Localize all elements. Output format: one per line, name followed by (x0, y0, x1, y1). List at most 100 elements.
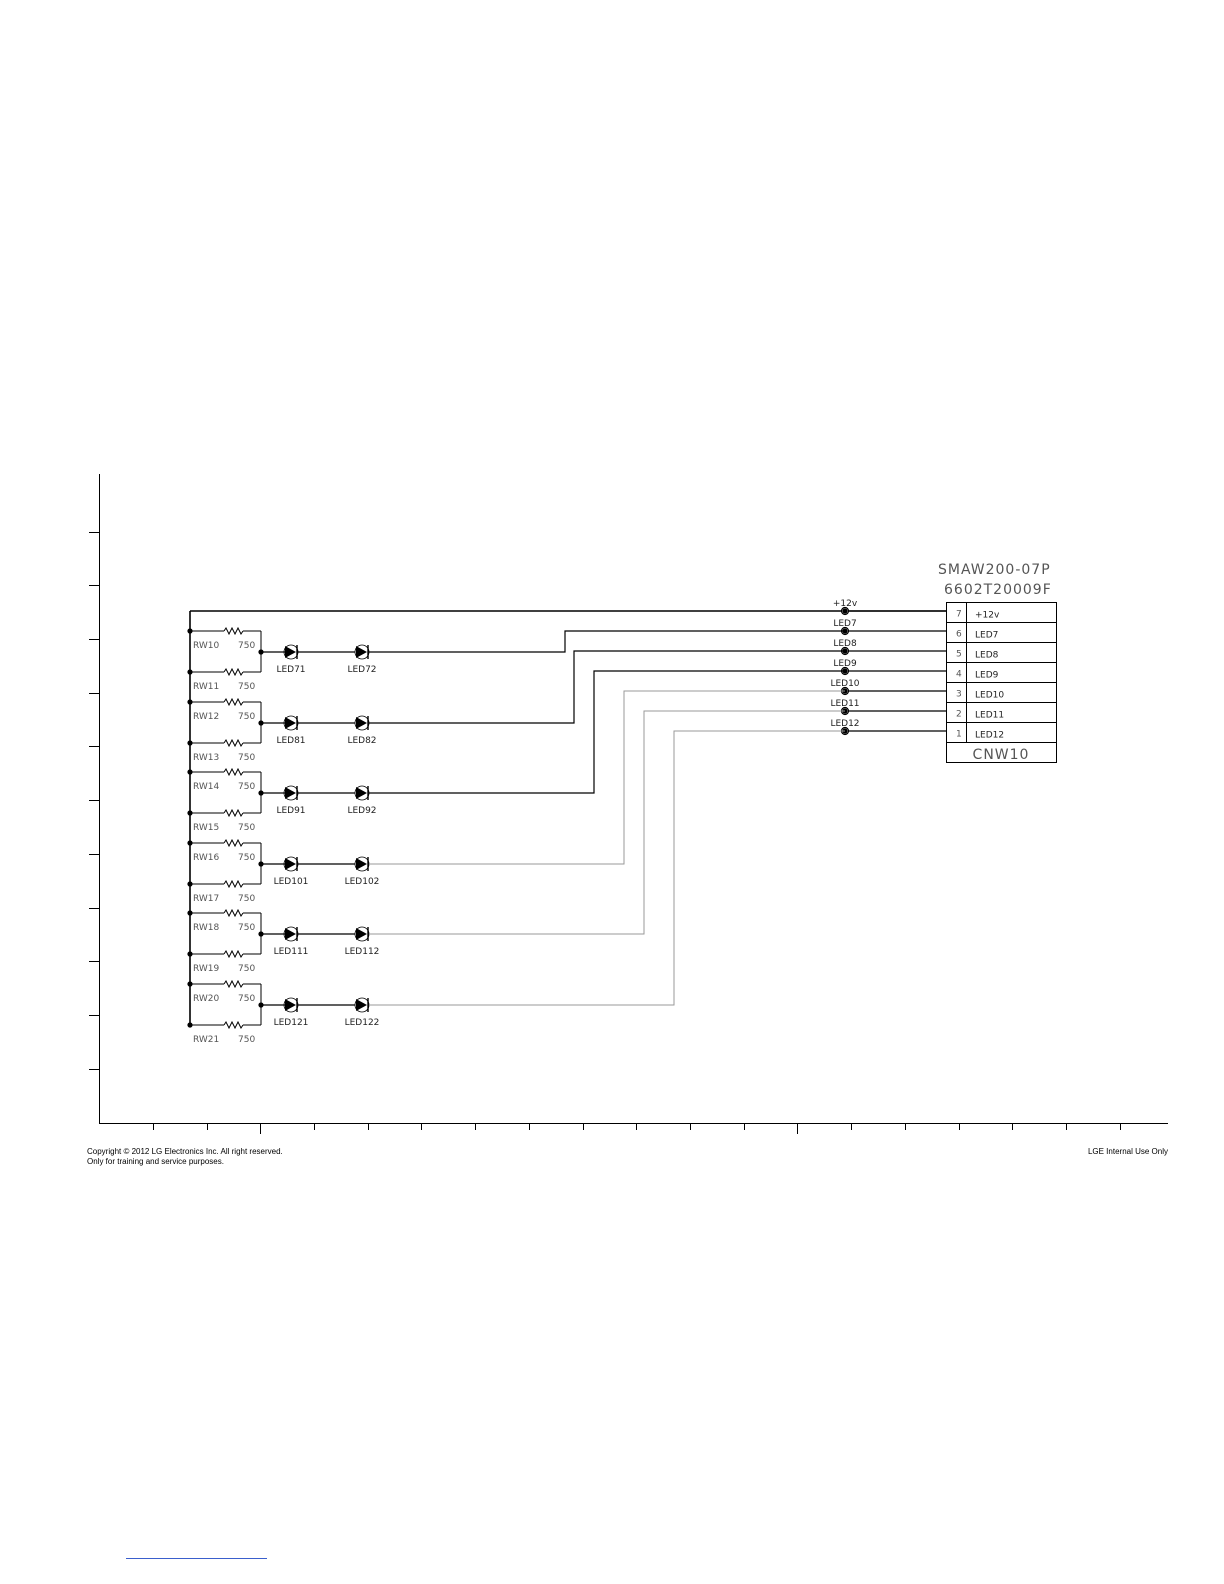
frame-ticks-left (89, 532, 99, 1070)
connector-pin-number: 4 (956, 670, 962, 680)
led-ref: LED72 (347, 665, 376, 675)
net-junction-dot (842, 608, 848, 614)
footer-internal: LGE Internal Use Only (1087, 1147, 1168, 1156)
connector-pin-label: LED12 (975, 731, 1004, 741)
resistor-ref: RW12 (193, 712, 219, 722)
return-wire (369, 650, 845, 724)
resistor-value: 750 (238, 712, 255, 722)
net-label: LED12 (830, 719, 859, 729)
resistor-zigzag (223, 738, 244, 748)
bottom-link-underline[interactable] (126, 1558, 267, 1559)
return-wire (369, 730, 845, 1006)
led-ref: LED81 (276, 736, 305, 746)
bus-junction (187, 810, 193, 816)
resistor-value: 750 (238, 641, 255, 651)
led-triangle (356, 717, 367, 729)
resistor-ref: RW14 (193, 782, 220, 792)
led-ref: LED112 (345, 947, 380, 957)
connector-pin-label: LED10 (975, 691, 1004, 701)
resistor-value: 750 (238, 782, 255, 792)
frame-border (99, 474, 1168, 1124)
resistor-zigzag (223, 979, 244, 989)
connector-pin-number: 3 (956, 690, 962, 700)
resistor-value: 750 (238, 853, 255, 863)
led-triangle (285, 717, 296, 729)
resistor-zigzag (223, 697, 244, 707)
net-label: LED9 (833, 659, 857, 669)
led-triangle (356, 646, 367, 658)
net-label: LED10 (830, 679, 859, 689)
connector-part-number: SMAW200-07P (938, 562, 1051, 578)
resistor-zigzag (223, 838, 244, 848)
resistor-ref: RW16 (193, 853, 220, 863)
return-wire (369, 630, 845, 653)
bus-junction (187, 1022, 193, 1028)
connector-pin-number: 2 (956, 710, 962, 720)
led-ref: LED101 (274, 877, 309, 887)
connector-pin-number: 1 (956, 730, 962, 740)
resistor-ref: RW17 (193, 894, 219, 904)
net-label: LED8 (833, 639, 857, 649)
footer-copyright: Copyright © 2012 LG Electronics Inc. All… (87, 1147, 283, 1156)
led-ref: LED121 (274, 1018, 309, 1028)
led-ref: LED82 (347, 736, 376, 746)
connector-pin-label: LED7 (975, 631, 998, 641)
resistor-value: 750 (238, 964, 255, 974)
resistor-ref: RW19 (193, 964, 220, 974)
frame-ticks-bottom (153, 1123, 1121, 1134)
led-ref: LED102 (345, 877, 380, 887)
led-ref: LED71 (276, 665, 305, 675)
led-triangle (285, 928, 296, 940)
resistor-ref: RW18 (193, 923, 220, 933)
led-ref: LED92 (347, 806, 376, 816)
resistor-ref: RW15 (193, 823, 219, 833)
connector-pin-label: LED8 (975, 651, 999, 661)
resistor-value: 750 (238, 753, 255, 763)
resistor-ref: RW13 (193, 753, 219, 763)
resistor-zigzag (223, 949, 244, 959)
resistor-zigzag (223, 879, 244, 889)
footer-purpose: Only for training and service purposes. (87, 1157, 224, 1166)
resistor-value: 750 (238, 994, 255, 1004)
led-triangle (285, 999, 296, 1011)
connector-pin-number: 5 (956, 650, 962, 660)
resistor-ref: RW20 (193, 994, 220, 1004)
bus-junction (187, 769, 193, 775)
net-label: LED11 (830, 699, 859, 709)
led-ref: LED122 (345, 1018, 380, 1028)
bus-junction (187, 699, 193, 705)
resistor-value: 750 (238, 682, 255, 692)
connector-ref: CNW10 (973, 747, 1030, 763)
led-triangle (356, 787, 367, 799)
net-label: LED7 (833, 619, 856, 629)
bus-junction (187, 881, 193, 887)
resistor-zigzag (223, 808, 244, 818)
net-label: +12v (833, 599, 858, 609)
led-triangle (356, 858, 367, 870)
bus-junction (187, 840, 193, 846)
led-ref: LED111 (274, 947, 309, 957)
led-triangle (285, 646, 296, 658)
return-wire (369, 670, 845, 794)
resistor-value: 750 (238, 823, 255, 833)
connector-pin-number: 7 (956, 610, 962, 620)
resistor-zigzag (223, 767, 244, 777)
footer-copyright-block: Copyright © 2012 LG Electronics Inc. All… (87, 1147, 283, 1167)
resistor-value: 750 (238, 894, 255, 904)
connector-pin-label: LED11 (975, 711, 1004, 721)
resistor-zigzag (223, 626, 244, 636)
led-triangle (356, 928, 367, 940)
resistor-ref: RW21 (193, 1035, 219, 1045)
connector-pin-label: +12v (975, 611, 1000, 621)
bus-junction (187, 981, 193, 987)
led-triangle (356, 999, 367, 1011)
bus-junction (187, 628, 193, 634)
bus-junction (187, 669, 193, 675)
led-triangle (285, 858, 296, 870)
led-triangle (285, 787, 296, 799)
